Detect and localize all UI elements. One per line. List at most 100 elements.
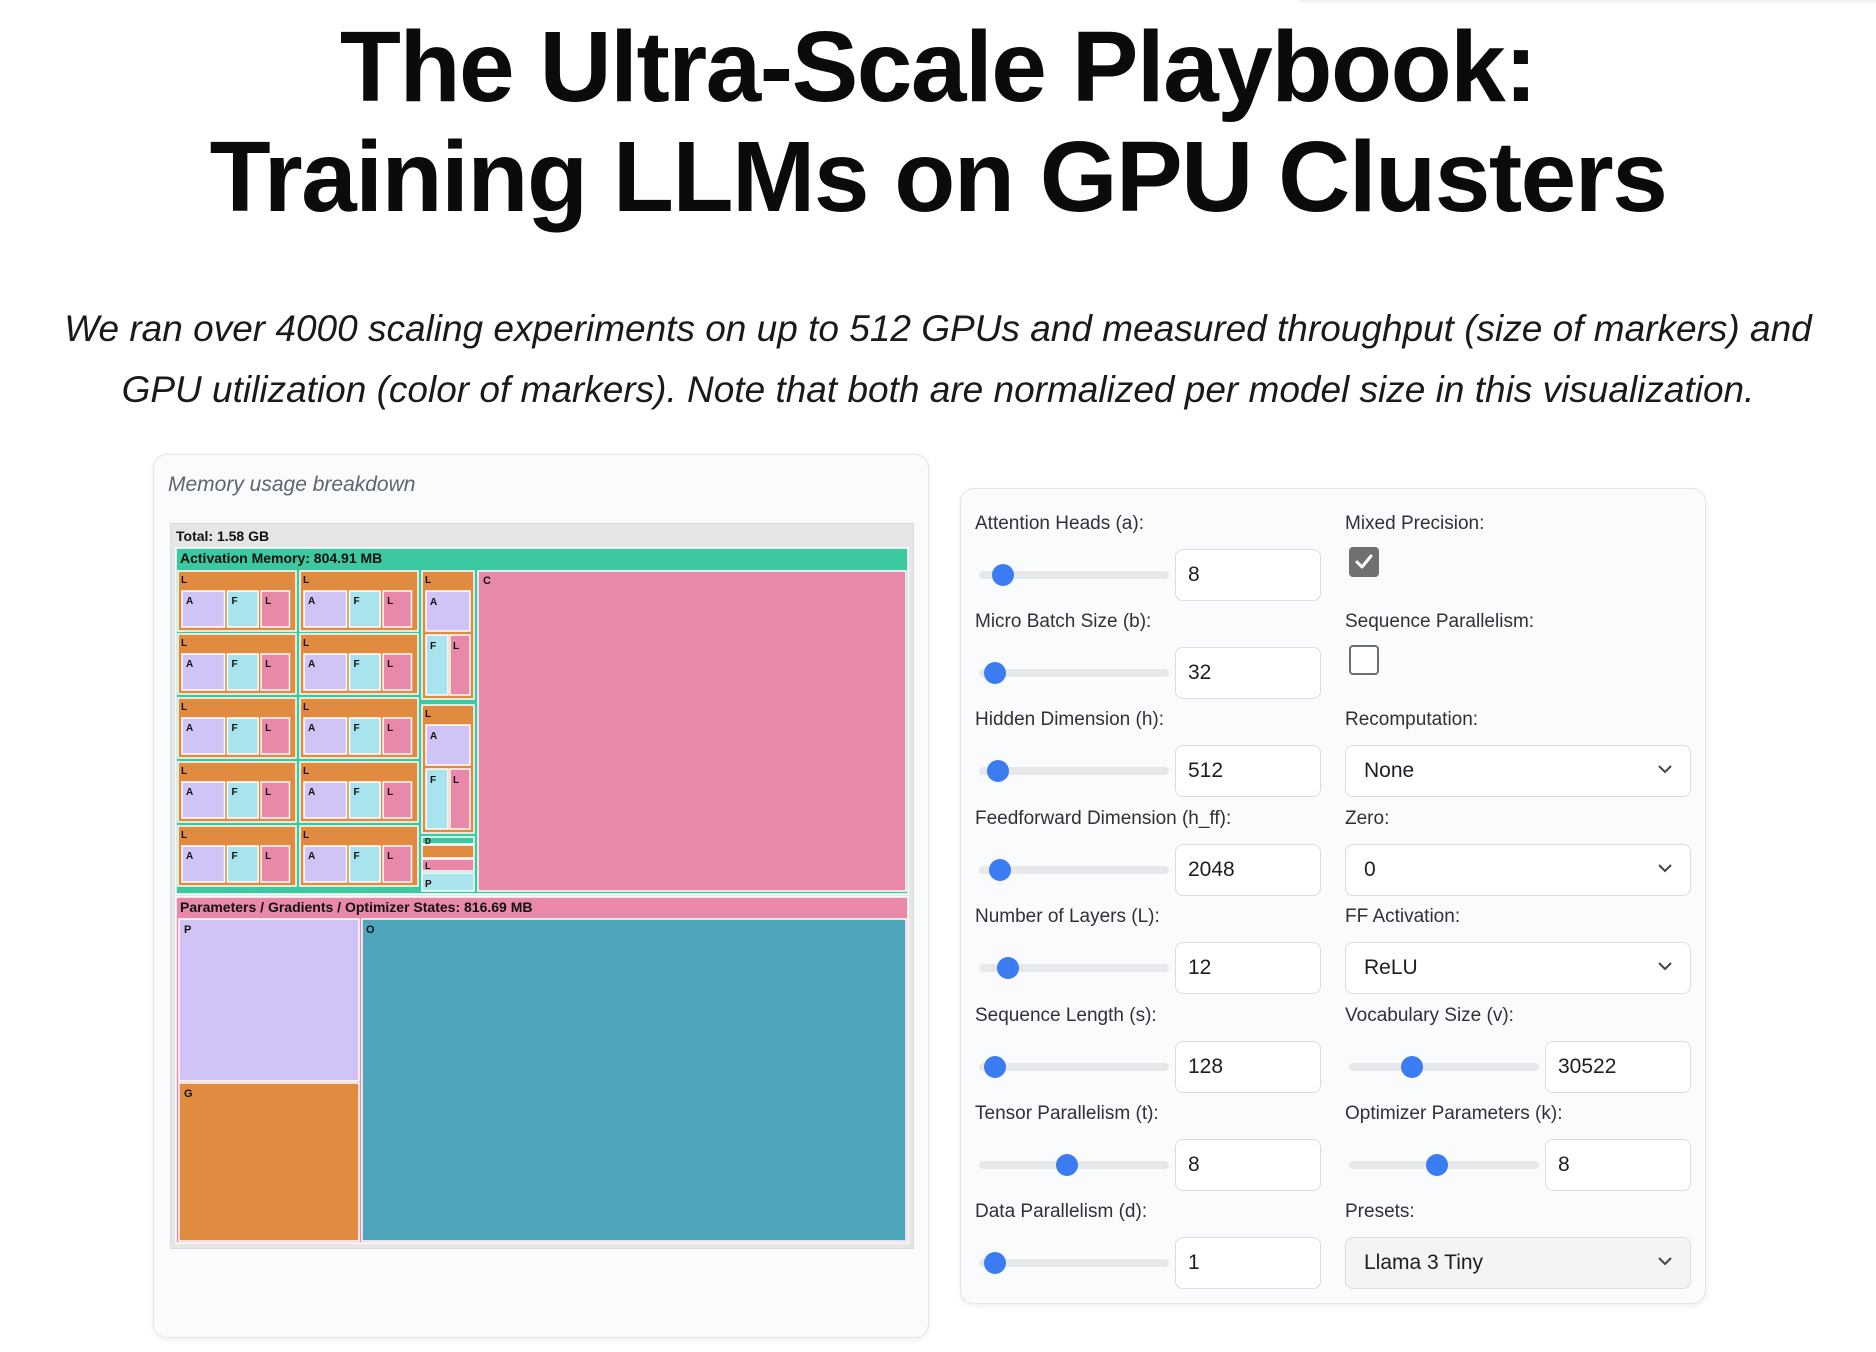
attention-activation-node xyxy=(303,590,348,628)
parameters-node xyxy=(178,918,360,1082)
data-parallelism-slider[interactable] xyxy=(979,1252,1169,1274)
layernorm-activation-label: L xyxy=(453,775,459,786)
number-of-layers-slider[interactable] xyxy=(979,957,1169,979)
attention-activation-label: A xyxy=(308,787,315,798)
slider-thumb[interactable] xyxy=(992,564,1015,586)
memory-usage-caption: Memory usage breakdown xyxy=(168,473,416,496)
micro-batch-size-label: Micro Batch Size (b): xyxy=(975,611,1152,632)
micro-batch-size-slider[interactable] xyxy=(979,662,1169,684)
slider-thumb[interactable] xyxy=(1056,1154,1079,1176)
slider-thumb[interactable] xyxy=(1426,1154,1449,1176)
slider-track xyxy=(979,964,1169,972)
presets-select[interactable]: Llama 3 Tiny xyxy=(1345,1237,1691,1289)
slider-thumb[interactable] xyxy=(984,1056,1007,1078)
hidden-dimension-label: Hidden Dimension (h): xyxy=(975,709,1165,730)
feedforward-activation-label: F xyxy=(231,659,237,670)
attention-activation-label: A xyxy=(186,787,193,798)
cache-activation-label: C xyxy=(483,575,491,587)
recomputation-value: None xyxy=(1364,759,1415,782)
attention-activation-node xyxy=(425,724,471,766)
slider-thumb[interactable] xyxy=(997,957,1020,979)
slider-track xyxy=(979,571,1169,579)
layer-activation-label: L xyxy=(425,575,431,586)
tensor-parallelism-slider[interactable] xyxy=(979,1154,1169,1176)
layernorm-activation-label: L xyxy=(387,659,393,670)
optimizer-parameters-slider[interactable] xyxy=(1349,1154,1539,1176)
slider-thumb[interactable] xyxy=(984,662,1007,684)
feedforward-dimension-slider[interactable] xyxy=(979,859,1169,881)
layer-activation-label: L xyxy=(425,709,431,720)
feedforward-dimension-input[interactable]: 2048 xyxy=(1175,844,1321,896)
other-activation-node xyxy=(421,836,475,845)
sequence-parallelism-checkbox[interactable] xyxy=(1349,645,1379,675)
slider-track xyxy=(979,1063,1169,1071)
layernorm-activation-label: L xyxy=(387,596,393,607)
hidden-dimension-slider[interactable] xyxy=(979,760,1169,782)
vocabulary-size-slider[interactable] xyxy=(1349,1056,1539,1078)
slider-thumb[interactable] xyxy=(984,1252,1007,1274)
recomputation-select[interactable]: None xyxy=(1345,745,1691,797)
checkmark-icon xyxy=(1355,554,1373,569)
layernorm-activation-label: L xyxy=(387,787,393,798)
layer-activation-label: L xyxy=(181,702,187,713)
mixed-precision-checkbox[interactable] xyxy=(1349,547,1379,577)
slider-track xyxy=(979,669,1169,677)
attention-activation-label: A xyxy=(430,597,437,608)
number-of-layers-label: Number of Layers (L): xyxy=(975,906,1160,927)
layernorm-activation-node xyxy=(382,653,413,691)
attention-activation-node xyxy=(181,845,226,883)
vocabulary-size-input[interactable]: 30522 xyxy=(1545,1041,1691,1093)
micro-batch-size-input[interactable]: 32 xyxy=(1175,647,1321,699)
parameter-activation-node xyxy=(421,872,475,892)
attention-activation-label: A xyxy=(308,596,315,607)
feedforward-activation-node xyxy=(348,781,381,819)
layer-activation-node xyxy=(421,844,475,859)
chevron-down-icon xyxy=(1658,962,1672,971)
feedforward-activation-label: F xyxy=(353,659,359,670)
data-parallelism-input[interactable]: 1 xyxy=(1175,1237,1321,1289)
hidden-dimension-input[interactable]: 512 xyxy=(1175,745,1321,797)
mixed-precision-label: Mixed Precision: xyxy=(1345,513,1485,534)
sequence-length-input[interactable]: 128 xyxy=(1175,1041,1321,1093)
feedforward-activation-label: F xyxy=(231,851,237,862)
ff-activation-label: FF Activation: xyxy=(1345,906,1461,927)
feedforward-activation-node xyxy=(348,717,381,755)
total-memory-label: Total: 1.58 GB xyxy=(176,528,269,544)
slider-thumb[interactable] xyxy=(989,859,1012,881)
optimizer-states-node xyxy=(361,918,907,1242)
slider-thumb[interactable] xyxy=(987,760,1010,782)
feedforward-activation-node xyxy=(348,653,381,691)
sequence-length-slider[interactable] xyxy=(979,1056,1169,1078)
parameters-label: P xyxy=(184,924,191,936)
chevron-down-icon xyxy=(1658,864,1672,873)
tensor-parallelism-input[interactable]: 8 xyxy=(1175,1139,1321,1191)
ff-activation-select[interactable]: ReLU xyxy=(1345,942,1691,994)
attention-activation-label: A xyxy=(430,731,437,742)
sequence-parallelism-label: Sequence Parallelism: xyxy=(1345,611,1535,632)
chevron-down-icon xyxy=(1658,1257,1672,1266)
presets-label: Presets: xyxy=(1345,1201,1415,1222)
attention-heads-input[interactable]: 8 xyxy=(1175,549,1321,601)
layer-activation-label: L xyxy=(303,575,309,586)
layernorm-activation-node xyxy=(382,845,413,883)
layernorm-activation-node xyxy=(421,858,475,872)
slider-thumb[interactable] xyxy=(1401,1056,1424,1078)
layer-activation-label: L xyxy=(303,638,309,649)
attention-heads-slider[interactable] xyxy=(979,564,1169,586)
zero-select[interactable]: 0 xyxy=(1345,844,1691,896)
feedforward-activation-label: F xyxy=(353,787,359,798)
optimizer-parameters-input[interactable]: 8 xyxy=(1545,1139,1691,1191)
attention-activation-node xyxy=(425,590,471,632)
layernorm-activation-label: L xyxy=(265,659,271,670)
number-of-layers-input[interactable]: 12 xyxy=(1175,942,1321,994)
layernorm-activation-node xyxy=(449,634,471,696)
layernorm-activation-node xyxy=(449,768,471,830)
sequence-length-label: Sequence Length (s): xyxy=(975,1005,1157,1026)
attention-activation-node xyxy=(303,845,348,883)
gradients-label: G xyxy=(184,1088,193,1100)
data-parallelism-label: Data Parallelism (d): xyxy=(975,1201,1148,1222)
layernorm-activation-label: L xyxy=(265,851,271,862)
layernorm-activation-node xyxy=(382,590,413,628)
